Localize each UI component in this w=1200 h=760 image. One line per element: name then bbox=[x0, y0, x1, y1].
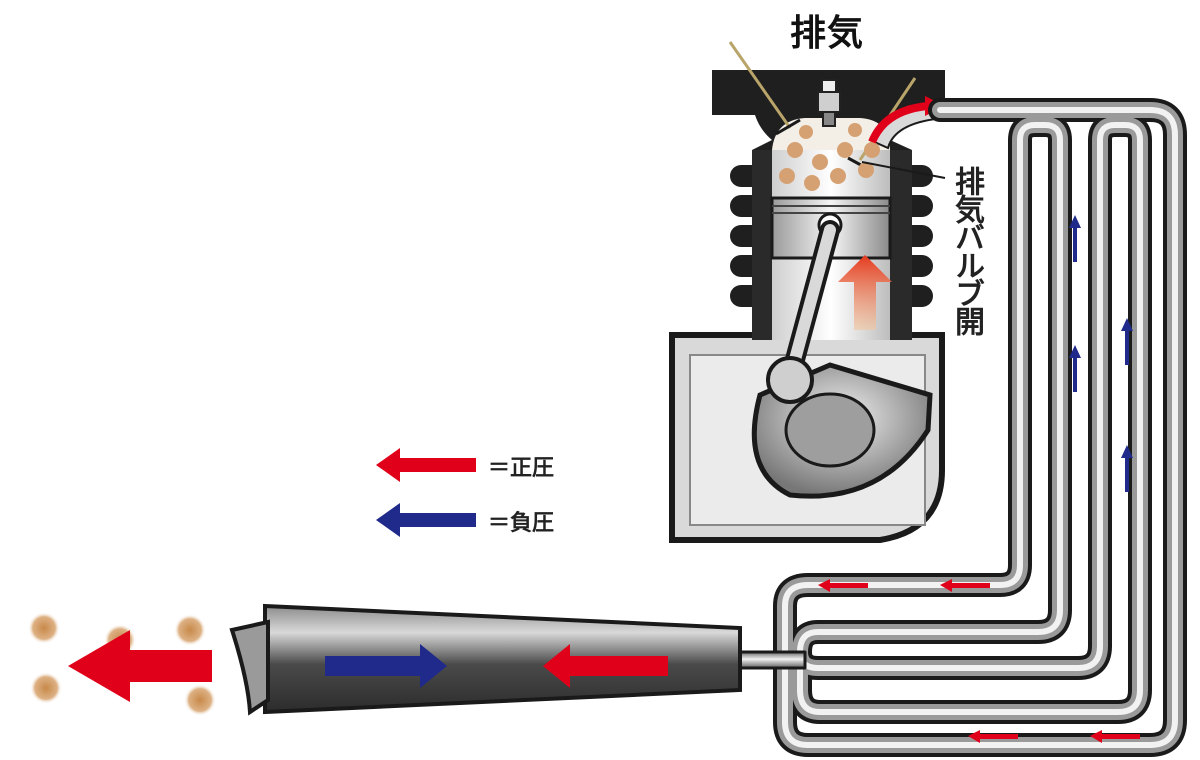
connecting-rod bbox=[766, 220, 840, 404]
muffler-positive-arrow bbox=[543, 644, 668, 688]
positive-arrow-left bbox=[818, 579, 1140, 743]
legend-negative-label: ＝負圧 bbox=[488, 511, 555, 536]
exhaust-pipe bbox=[733, 98, 1187, 757]
muffler-connector bbox=[733, 650, 807, 670]
engine bbox=[669, 41, 946, 543]
exit-positive-arrow bbox=[68, 630, 212, 702]
muffler-tip bbox=[229, 619, 270, 716]
crank-pin bbox=[784, 392, 876, 468]
pipe-flow-arrows bbox=[818, 215, 1140, 743]
exhaust-gas-in-chamber bbox=[779, 123, 880, 191]
legend-positive-arrow bbox=[376, 448, 476, 482]
muffler bbox=[229, 603, 742, 716]
muffler-negative-arrow bbox=[325, 644, 447, 688]
legend-positive-label: ＝正圧 bbox=[488, 456, 555, 481]
diagram-title: 排気 bbox=[790, 13, 865, 54]
exiting-exhaust-gas bbox=[28, 612, 216, 716]
spark-plug-icon bbox=[817, 79, 841, 127]
exhaust-port-arrow bbox=[868, 102, 929, 144]
intake-valve bbox=[728, 41, 801, 136]
valve-leader-line bbox=[861, 161, 946, 179]
negative-arrow-up bbox=[1069, 215, 1133, 492]
legend bbox=[376, 448, 476, 537]
piston-up-arrow bbox=[838, 255, 892, 330]
legend-negative-arrow bbox=[376, 503, 476, 537]
exhaust-valve-open-label: 排気バルブ開 bbox=[949, 166, 984, 334]
